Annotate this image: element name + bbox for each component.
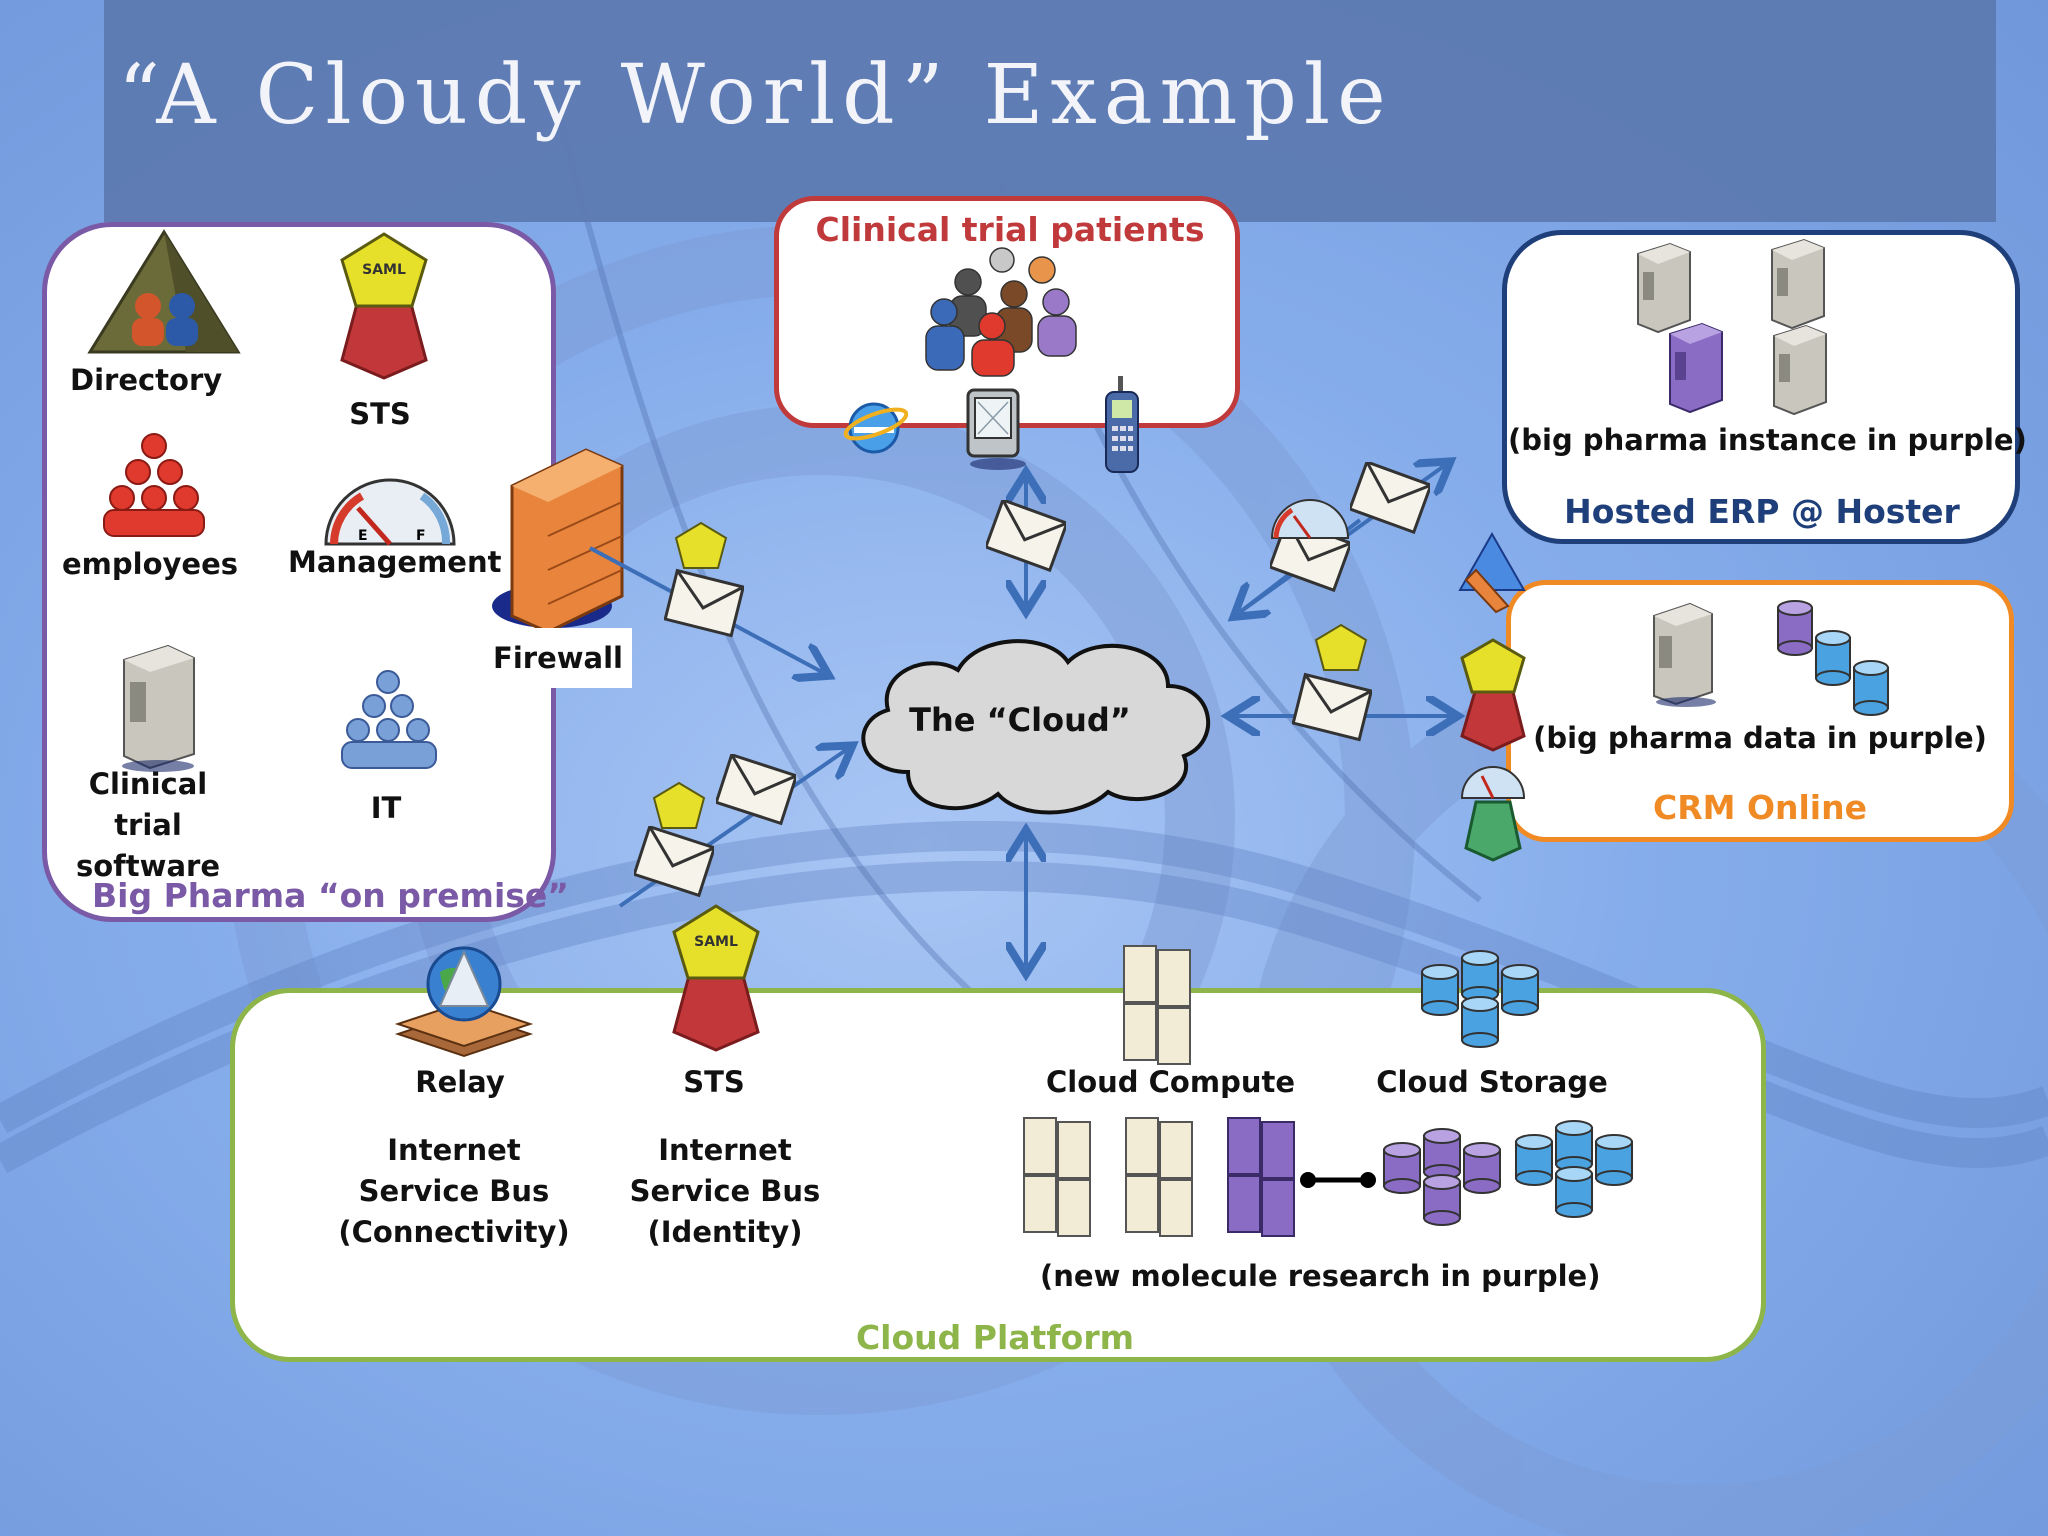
firewall-icon [492, 448, 624, 634]
firewall-label: Firewall [493, 641, 623, 675]
research-link-connector [1300, 1172, 1376, 1188]
management-label: Management [288, 545, 502, 579]
cloud-platform-panel [230, 988, 1766, 1362]
directory-icon [87, 229, 241, 354]
message-envelope-icon [664, 568, 744, 638]
relay-label: Relay [415, 1065, 505, 1099]
erp-purple-server-icon [1669, 322, 1723, 414]
cloud-storage-icon [1421, 950, 1539, 1048]
erp-tool-icon [1458, 531, 1526, 614]
on-premise-title: Big Pharma “on premise” [92, 876, 569, 915]
message-envelope-icon [634, 826, 714, 898]
sts-token-text: SAML [362, 262, 406, 278]
clinical-software-server-icon [122, 644, 195, 772]
employees-icon [103, 433, 205, 537]
crm-sts-icon [1460, 638, 1526, 752]
crm-management-icon [1460, 766, 1526, 862]
saml-token-icon [1314, 623, 1368, 671]
it-label: IT [370, 791, 402, 825]
erp-caption: (big pharma instance in purple) [1508, 423, 2027, 457]
research-purple-storage-icon [1383, 1128, 1501, 1226]
cloud-storage-label: Cloud Storage [1376, 1065, 1608, 1099]
browser-icon[interactable] [842, 396, 908, 456]
sts-label: STS [349, 397, 411, 431]
clinical-software-label: Clinical trial software [76, 767, 220, 883]
crm-panel [1506, 580, 2014, 842]
patients-group-icon [925, 247, 1077, 377]
firewall-label-bg [484, 628, 632, 688]
message-envelope-icon [716, 754, 796, 826]
message-envelope-icon [1350, 462, 1430, 534]
message-envelope-icon [986, 500, 1066, 572]
platform-sts-icon: SAML [672, 904, 760, 1052]
erp-title: Hosted ERP @ Hoster [1564, 492, 1960, 531]
relay-icon [394, 946, 534, 1058]
title-band [104, 0, 1996, 222]
directory-label: Directory [70, 363, 223, 397]
crm-database-icon [1777, 600, 1889, 716]
research-blue-storage-icon [1515, 1120, 1633, 1218]
research-purple-compute-icon [1227, 1117, 1295, 1237]
pda-device-icon[interactable] [962, 384, 1028, 472]
cloud-shape [861, 639, 1211, 815]
relay-description: Internet Service Bus (Connectivity) [338, 1133, 570, 1249]
message-envelope-icon [1292, 672, 1372, 742]
crm-title: CRM Online [1652, 788, 1867, 827]
gauge-f-label: F [416, 528, 426, 544]
saml-token-icon [674, 521, 728, 569]
patients-title: Clinical trial patients [815, 210, 1205, 249]
platform-sts-description: Internet Service Bus (Identity) [629, 1133, 821, 1249]
it-icon [341, 670, 437, 769]
cloud-platform-title: Cloud Platform [855, 1318, 1135, 1357]
platform-sts-label: STS [683, 1065, 745, 1099]
saml-token-icon [652, 781, 706, 829]
crm-server-icon [1653, 602, 1716, 707]
gauge-icon [1270, 499, 1350, 539]
cloud-label: The “Cloud” [909, 701, 1131, 739]
erp-server-icon [1773, 324, 1827, 416]
slide-title: “A Cloudy World” Example [118, 48, 1393, 143]
erp-server-icon [1637, 242, 1691, 334]
management-gauge-icon: E F [324, 478, 456, 546]
erp-server-icon [1771, 238, 1825, 330]
mobile-phone-icon[interactable] [1098, 374, 1146, 478]
erp-panel [1502, 230, 2020, 544]
cloud-compute-label: Cloud Compute [1046, 1065, 1296, 1099]
research-compute-icon [1023, 1117, 1091, 1237]
research-caption: (new molecule research in purple) [1040, 1259, 1601, 1293]
employees-label: employees [62, 547, 239, 581]
gauge-e-label: E [358, 528, 368, 544]
research-compute-icon [1125, 1117, 1193, 1237]
cloud-compute-icon [1123, 945, 1191, 1065]
platform-sts-token-text: SAML [694, 934, 738, 950]
sts-icon: SAML [340, 232, 428, 380]
crm-caption: (big pharma data in purple) [1533, 721, 1987, 755]
